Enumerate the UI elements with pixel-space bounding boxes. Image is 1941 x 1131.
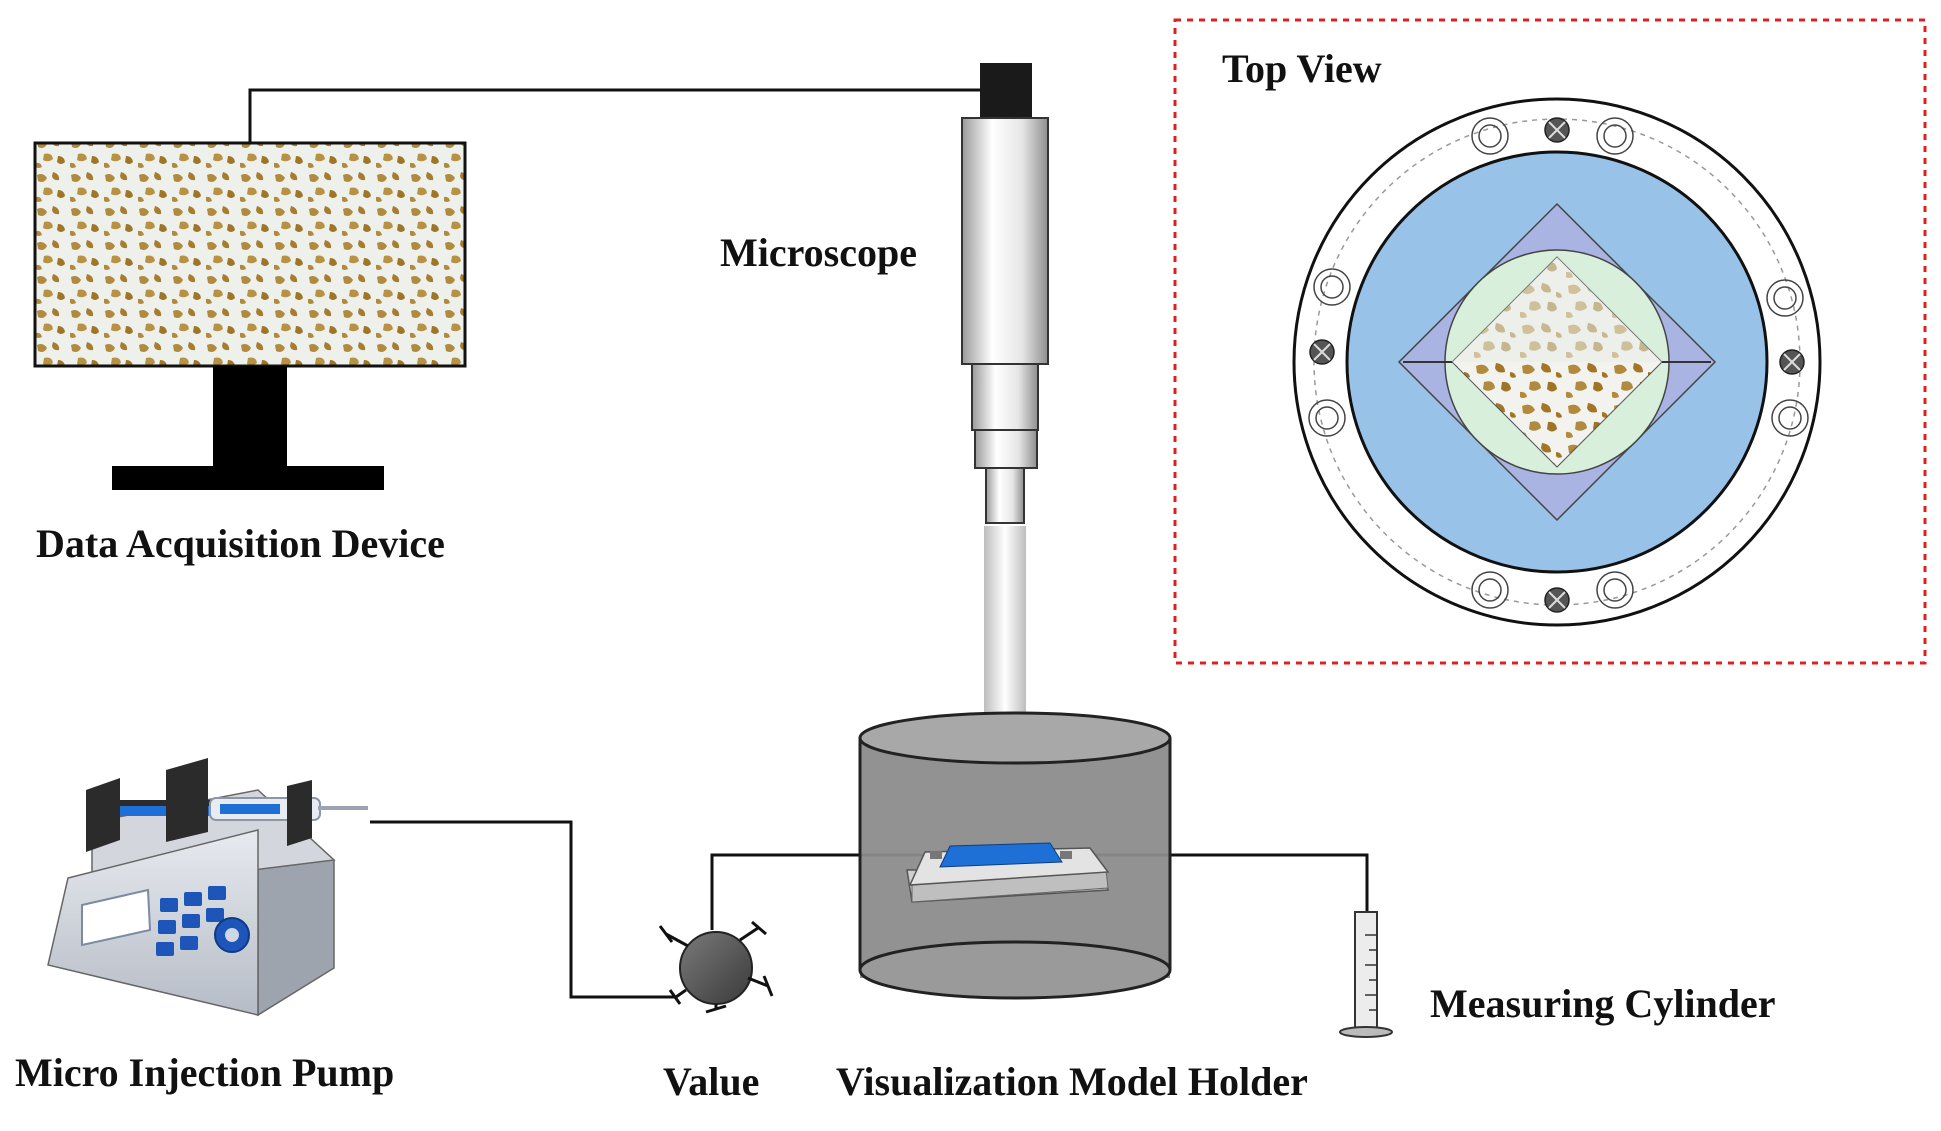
holder-top-rim <box>858 711 1172 765</box>
microscope-objective <box>985 467 1025 524</box>
pump-key <box>160 898 178 912</box>
measuring-cylinder-icon <box>1339 911 1393 1038</box>
micro-pump-label: Micro Injection Pump <box>15 1050 394 1095</box>
bolt-hole <box>1766 279 1804 317</box>
pump-clamp-mid <box>166 758 208 842</box>
rock-sample-top-half <box>1452 257 1662 362</box>
top-view-frame <box>1173 18 1927 665</box>
bolt-hole-inner <box>1603 124 1627 148</box>
holder-cylinder-tubing <box>1092 853 1369 912</box>
valve-port-cap <box>668 989 682 1005</box>
cylinder-tube <box>1354 911 1378 1030</box>
pump-keypad <box>156 886 226 956</box>
pump-clamp-right <box>287 780 312 846</box>
bolt-hole-inner <box>1603 578 1627 602</box>
bolt-hole-inner <box>1778 406 1802 430</box>
valve-port-cap <box>705 1004 727 1014</box>
microscope-light-beam <box>984 526 1026 712</box>
monitor-base <box>112 466 384 490</box>
bolt-hole-inner <box>1315 406 1339 430</box>
holder-bottom-rim <box>858 940 1172 1000</box>
monitor-icon <box>33 141 467 490</box>
bolt-hole-inner <box>1320 275 1344 299</box>
flange-bolt-holes <box>1308 117 1809 609</box>
monitor-microscope-cable <box>248 88 990 143</box>
pump-key <box>180 936 198 950</box>
bolt-cross <box>1548 121 1566 139</box>
microscope-eyepiece <box>980 63 1032 118</box>
monitor-screen <box>33 141 467 368</box>
model-outlet-port <box>1060 851 1072 859</box>
pump-key <box>206 908 224 922</box>
syringe-pump-icon <box>47 758 368 1017</box>
cell-top-view-icon <box>1292 97 1822 627</box>
model-holder-icon <box>858 711 1172 1000</box>
bolt-hole <box>1313 268 1351 306</box>
bolt-hole <box>1308 399 1346 437</box>
pump-key <box>184 892 202 906</box>
valve-port <box>747 976 769 988</box>
model-sample-blue <box>939 842 1063 868</box>
connection-lines <box>248 88 1369 999</box>
bolt-hole <box>1471 117 1509 155</box>
pump-knob-inner <box>225 928 239 942</box>
valve-port-cap <box>751 920 767 936</box>
monitor-neck <box>213 366 287 466</box>
valve-label: Value <box>663 1059 759 1104</box>
bolt-cross <box>1783 353 1801 371</box>
pump-clamp-left <box>86 778 120 852</box>
pump-needle <box>318 806 368 810</box>
cylinder-base <box>1339 1026 1393 1038</box>
bolt-cross <box>1548 591 1566 609</box>
valve-port-cap <box>658 925 674 943</box>
microscope-ring <box>974 429 1038 469</box>
pump-key <box>182 914 200 928</box>
pump-syringe-plunger <box>220 804 280 814</box>
valve-port <box>675 988 687 999</box>
bolt-hole <box>1596 117 1634 155</box>
bolt-hole <box>1771 399 1809 437</box>
valve-body <box>679 931 753 1005</box>
valve-icon <box>658 920 774 1014</box>
flange-bolts <box>1309 117 1805 613</box>
pump-key <box>158 920 176 934</box>
microscope-icon <box>961 63 1049 712</box>
valve-port-cap <box>762 975 774 997</box>
bolt-hole-inner <box>1478 124 1502 148</box>
bolt-hole-inner <box>1773 286 1797 310</box>
data-acquisition-label: Data Acquisition Device <box>36 521 445 566</box>
pump-front <box>47 829 259 1016</box>
pump-display <box>81 888 152 947</box>
bolt-hole-inner <box>1478 578 1502 602</box>
valve-port <box>739 926 759 942</box>
microscope-body <box>961 117 1049 365</box>
valve-port <box>665 932 689 948</box>
bolt-hole <box>1596 571 1634 609</box>
bolt-cross <box>1313 343 1331 361</box>
measuring-cylinder-label: Measuring Cylinder <box>1430 981 1776 1026</box>
microscope-label: Microscope <box>720 230 917 275</box>
model-inlet-port <box>930 851 942 859</box>
model-holder-label: Visualization Model Holder <box>836 1059 1308 1104</box>
pump-key <box>156 942 174 956</box>
bolt-hole <box>1471 571 1509 609</box>
pump-key <box>208 886 226 900</box>
microscope-lower-body <box>971 363 1039 431</box>
top-view-label: Top View <box>1222 46 1382 91</box>
pump-valve-tubing <box>370 820 676 999</box>
